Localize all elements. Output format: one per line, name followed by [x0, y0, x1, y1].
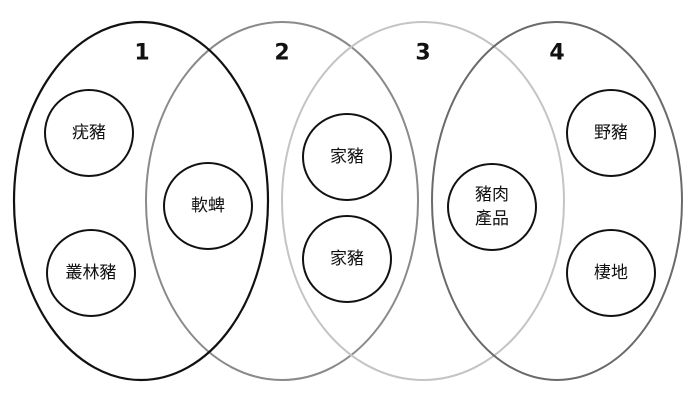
node-label-pork-line1: 豬肉	[475, 185, 509, 205]
node-circle-domestic-pig-2	[302, 215, 392, 303]
node-label-pork-line2: 產品	[475, 209, 509, 229]
node-circle-wild-boar	[566, 89, 656, 177]
node-circle-pork-products	[447, 163, 537, 251]
group-number-3: 3	[415, 40, 431, 66]
group-ellipse-2	[145, 21, 419, 381]
node-label-habitat: 棲地	[594, 263, 628, 283]
group-ellipse-3	[281, 21, 565, 381]
node-label-bushpig: 叢林豬	[65, 263, 117, 283]
group-number-1: 1	[134, 40, 150, 66]
node-label-domestic-pig-1: 家豬	[330, 147, 364, 167]
node-label-wild-boar: 野豬	[594, 123, 628, 143]
group-ellipse-1	[12, 20, 270, 382]
node-circle-habitat	[566, 229, 656, 317]
group-number-4: 4	[549, 40, 565, 66]
group-ellipse-4	[431, 21, 683, 381]
group-number-2: 2	[274, 40, 290, 66]
node-label-pork-products: 豬肉 產品	[475, 183, 509, 231]
node-circle-bushpig	[46, 229, 136, 317]
node-label-domestic-pig-2: 家豬	[330, 249, 364, 269]
node-circle-tick	[163, 162, 253, 250]
node-circle-domestic-pig-1	[302, 113, 392, 201]
node-label-tick: 軟蜱	[191, 196, 225, 216]
node-label-warthog: 疣豬	[72, 123, 106, 143]
node-circle-warthog	[44, 89, 134, 177]
